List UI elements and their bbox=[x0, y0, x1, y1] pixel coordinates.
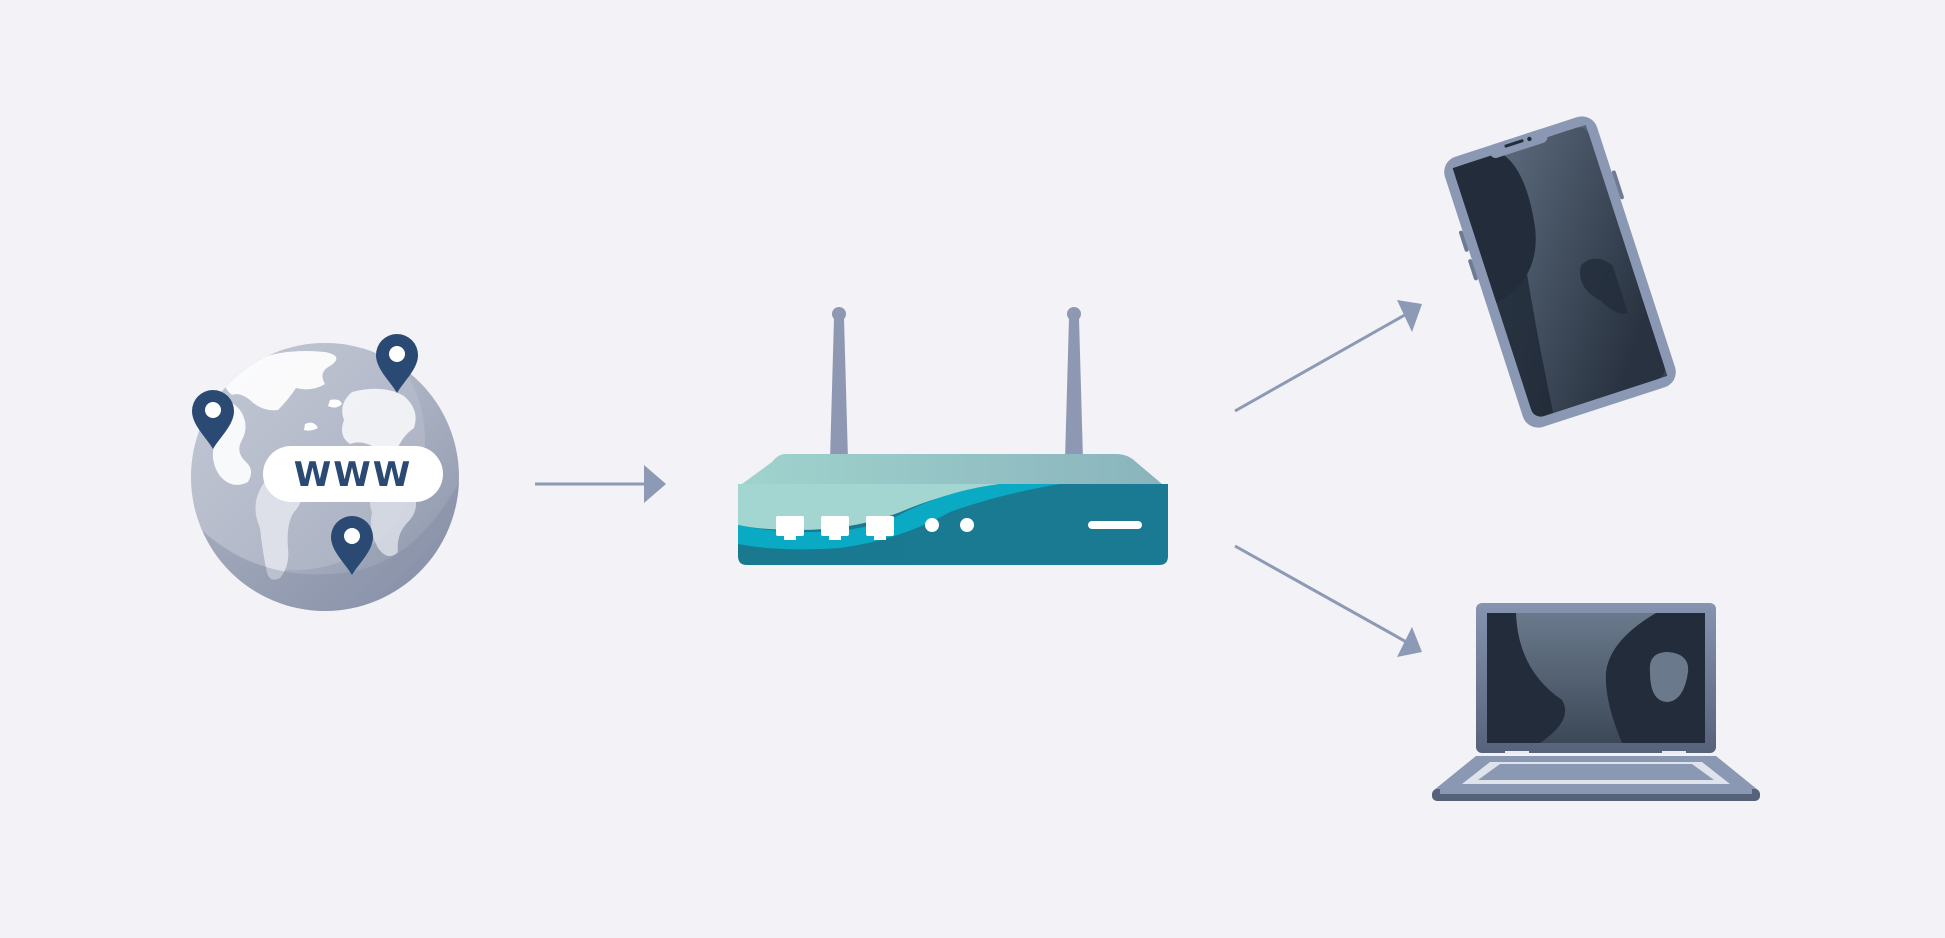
arrow-head-icon bbox=[1397, 627, 1422, 657]
wifi-router-icon bbox=[738, 307, 1168, 565]
antenna bbox=[829, 307, 849, 465]
location-pin-icon bbox=[331, 516, 373, 575]
ethernet-port-icon bbox=[866, 516, 894, 540]
arrow-head-icon bbox=[1397, 300, 1422, 332]
arrow-head-icon bbox=[644, 465, 666, 503]
location-pin-icon bbox=[376, 334, 418, 393]
antenna bbox=[1064, 307, 1084, 465]
location-pin-icon bbox=[192, 390, 234, 449]
indicator-bar bbox=[1088, 521, 1142, 529]
connector-internet-router bbox=[535, 465, 666, 503]
connector-router-laptop bbox=[1234, 544, 1422, 657]
phone-notch bbox=[1489, 129, 1548, 158]
smartphone-icon bbox=[1444, 116, 1676, 428]
www-badge: WWW bbox=[263, 446, 443, 502]
ethernet-port-icon bbox=[776, 516, 804, 540]
status-led-icon bbox=[925, 518, 939, 532]
laptop-icon bbox=[1432, 603, 1760, 801]
status-led-icon bbox=[960, 518, 974, 532]
globe-icon: WWW bbox=[191, 334, 459, 611]
www-label: WWW bbox=[294, 455, 413, 495]
ethernet-port-icon bbox=[821, 516, 849, 540]
connector-router-phone bbox=[1234, 300, 1422, 413]
